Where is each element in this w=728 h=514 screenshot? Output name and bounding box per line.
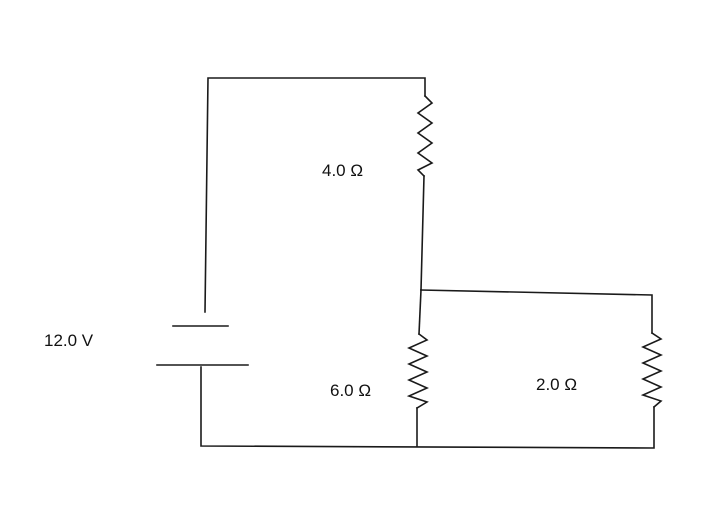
resistor-2-ohm-symbol — [640, 331, 663, 409]
resistor-2-ohm-label: 2.0 Ω — [536, 375, 578, 394]
wire-to-6-ohm — [418, 289, 422, 335]
battery-voltage-label: 12.0 V — [44, 331, 94, 350]
wire-bottom — [200, 366, 655, 449]
resistor-4-ohm-label: 4.0 Ω — [322, 161, 364, 180]
wire-middle-vertical — [420, 175, 425, 291]
wire-right-branch-top — [420, 289, 653, 334]
resistor-4-ohm-symbol — [416, 94, 434, 178]
resistor-6-ohm-symbol — [406, 332, 429, 410]
wire-top-left — [204, 77, 426, 313]
resistor-6-ohm-label: 6.0 Ω — [330, 381, 372, 400]
